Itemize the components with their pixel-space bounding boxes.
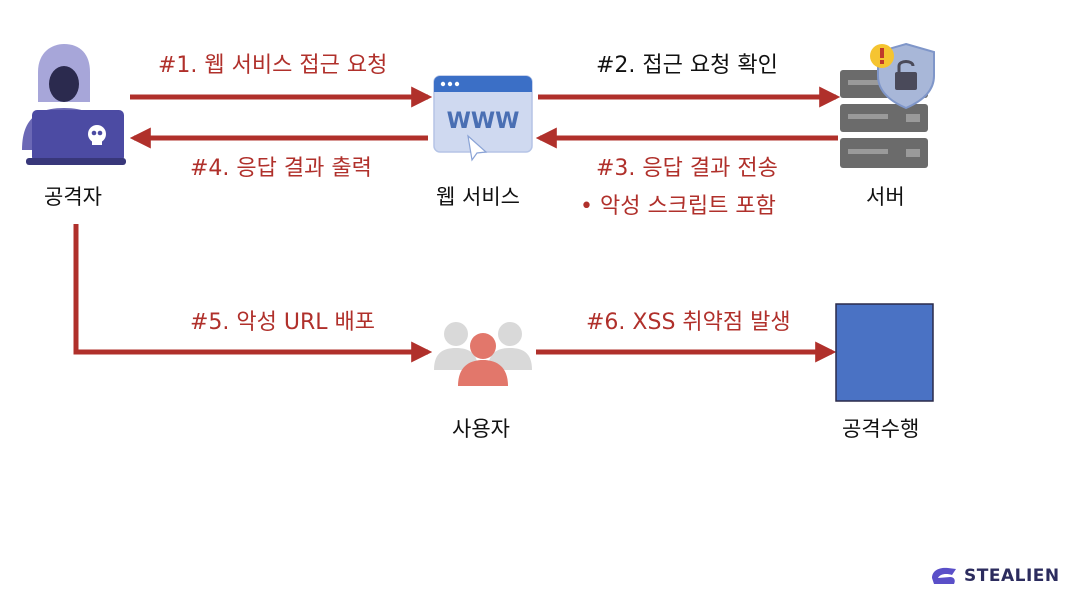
warning-icon (870, 44, 894, 68)
step3-sublabel: • 악성 스크립트 포함 (580, 194, 776, 219)
step4-label: #4. 응답 결과 출력 (190, 156, 372, 181)
brand-name: STEALIEN (964, 566, 1060, 586)
attacker-label: 공격자 (44, 185, 102, 209)
user-label: 사용자 (452, 417, 510, 441)
step3-label: #3. 응답 결과 전송 (596, 156, 778, 181)
server-label: 서버 (866, 185, 905, 209)
web-browser-icon: WWW (433, 75, 533, 162)
step5-label: #5. 악성 URL 배포 (190, 310, 376, 335)
user-group-icon (434, 322, 532, 386)
www-text: WWW (447, 109, 520, 134)
step2-label: #2. 접근 요청 확인 (596, 53, 778, 78)
attack-exec-box (835, 303, 934, 402)
attack-exec-label: 공격수행 (842, 417, 920, 441)
web-service-label: 웹 서비스 (436, 185, 520, 209)
step1-label: #1. 웹 서비스 접근 요청 (158, 53, 388, 78)
step6-label: #6. XSS 취약점 발생 (586, 310, 791, 335)
hacker-icon (22, 44, 126, 165)
brand-logo: STEALIEN (930, 566, 1060, 586)
arrow-step5 (73, 224, 433, 363)
brand-logo-icon (932, 567, 956, 584)
